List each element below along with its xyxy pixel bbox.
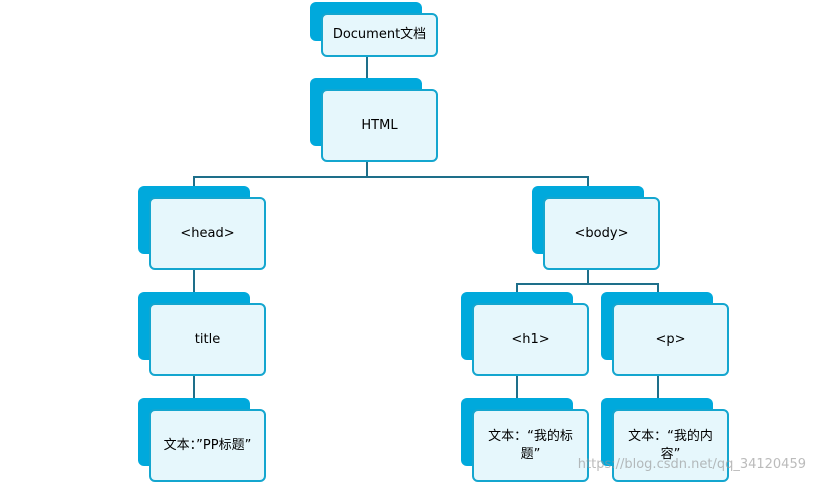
node-p: <p> [601,292,729,376]
node-body: <body> [532,186,660,270]
connector-html-down [366,162,368,177]
node-label: <head> [149,197,266,270]
node-label: HTML [321,89,438,162]
node-label: <p> [612,303,729,376]
connector-head-body-bar [193,176,588,178]
node-label: 文本：“我的内容” [612,409,729,482]
node-label: Document文档 [321,13,438,57]
node-p-text: 文本：“我的内容” [601,398,729,482]
connector-to-p [657,283,659,292]
connector-body-down [587,270,589,284]
connector-to-h1 [516,283,518,292]
node-h1: <h1> [461,292,589,376]
node-h1-text: 文本：“我的标题” [461,398,589,482]
node-title-text: 文本：”PP标题” [138,398,266,482]
node-label: title [149,303,266,376]
node-label: <h1> [472,303,589,376]
connector-h1-text [516,376,518,398]
connector-title-text [193,376,195,398]
node-label: 文本：”PP标题” [149,409,266,482]
connector-h1-p-bar [516,283,658,285]
node-label: <body> [543,197,660,270]
node-document: Document文档 [310,2,438,57]
connector-head-title [193,270,195,292]
node-html: HTML [310,78,438,162]
connector-to-head [193,176,195,186]
watermark: https://blog.csdn.net/qq_34120459 [577,457,806,472]
node-label: 文本：“我的标题” [472,409,589,482]
connector-p-text [657,376,659,398]
connector-document-html [366,56,368,78]
node-head: <head> [138,186,266,270]
connector-to-body [587,176,589,186]
node-title: title [138,292,266,376]
